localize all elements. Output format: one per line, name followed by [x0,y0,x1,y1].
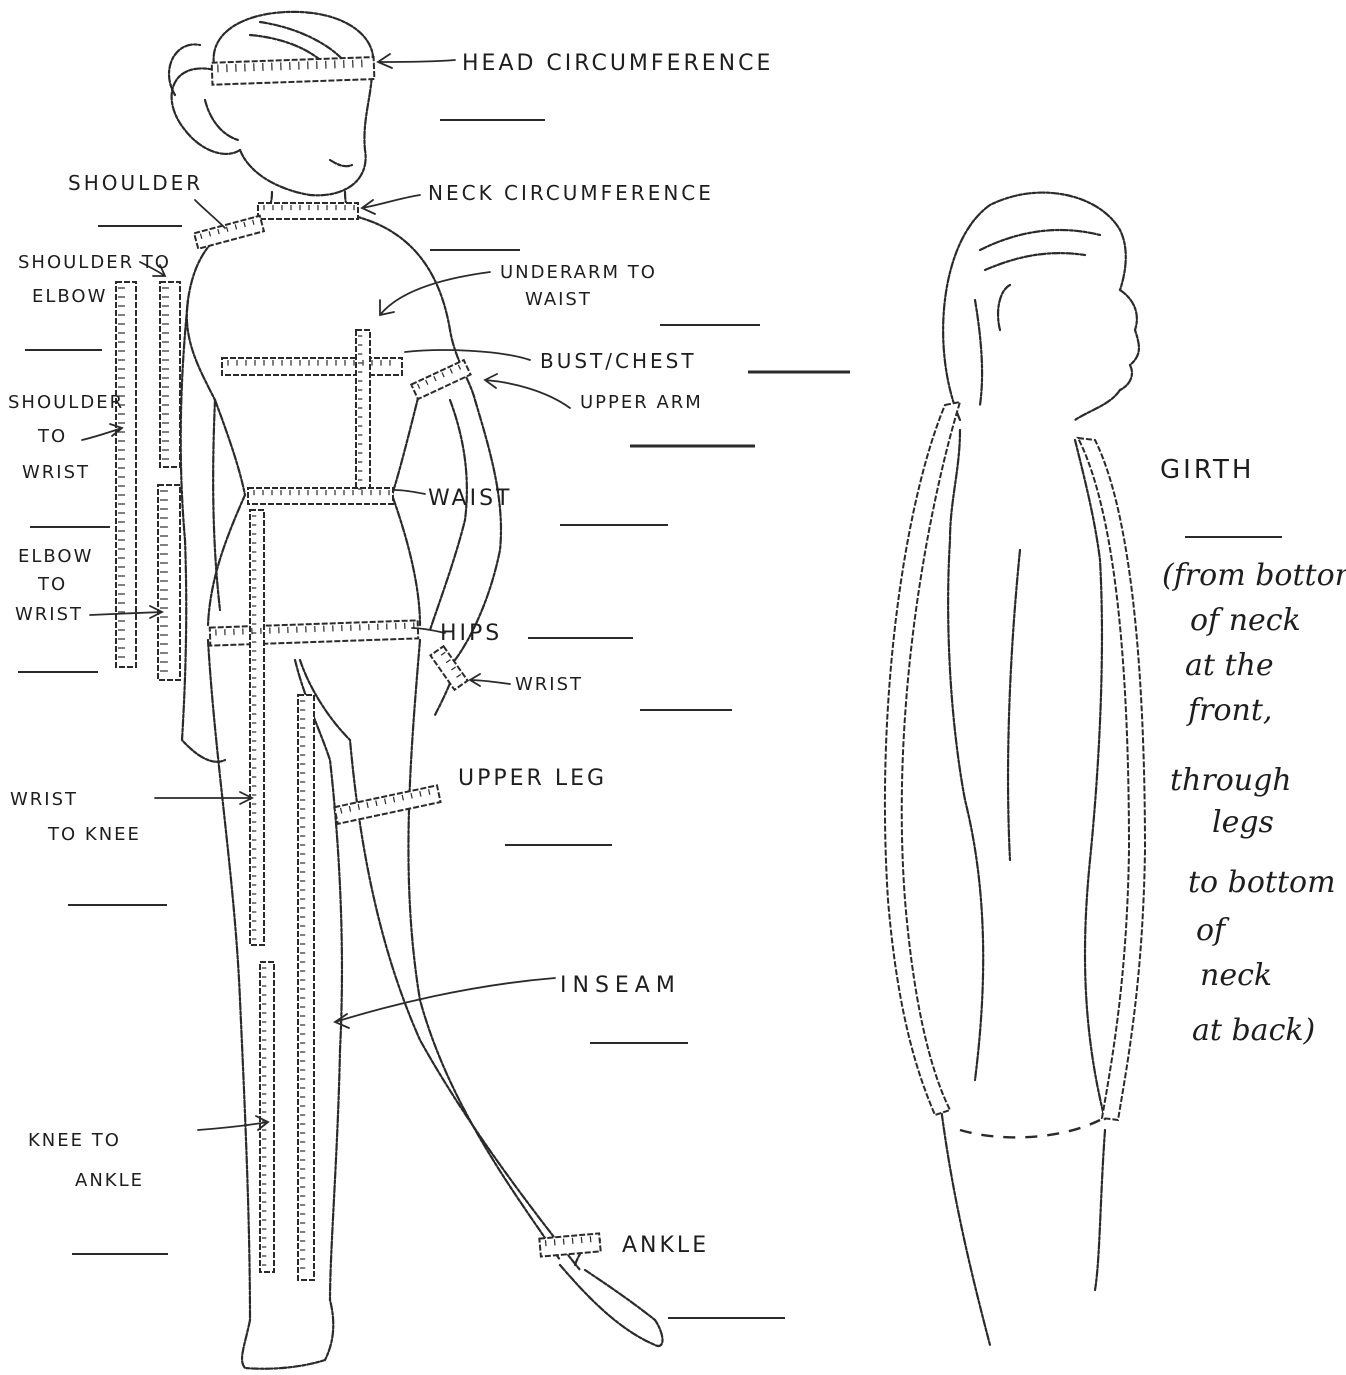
label-neck: NECK CIRCUMFERENCE [428,181,714,205]
elbow-wrist-tape [158,485,180,680]
label-elbow-to-wrist-1: ELBOW [18,546,93,567]
bust-tape [222,358,402,375]
upper-arm-tape [411,360,470,399]
label-shoulder-to-wrist-1: SHOULDER [8,392,124,413]
girth-note-10: at back) [1192,1013,1315,1048]
girth-note-1: (from bottom [1162,558,1346,593]
label-waist: WAIST [428,486,513,511]
girth-note-2: of neck [1190,603,1301,638]
tape-tick [581,1237,582,1243]
label-upper-leg: UPPER LEG [458,766,607,791]
label-shoulder: SHOULDER [68,171,203,195]
label-upper-arm: UPPER ARM [580,392,703,413]
girth-note-9: neck [1200,958,1272,993]
girth-note-6: legs [1212,805,1274,840]
label-ankle: ANKLE [622,1233,709,1258]
label-wrist-to-knee-1: WRIST [10,789,78,810]
wrist-knee-tape [250,510,264,945]
girth-note-8: of [1196,913,1230,948]
shoulder-wrist-tape [116,282,136,667]
girth-tape-front [885,402,960,1115]
label-shoulder-to-wrist-3: WRIST [22,462,90,483]
girth-note-5: through [1170,763,1292,798]
ankle-tape [539,1233,600,1256]
girth-note-3: at the [1185,648,1274,683]
label-hips: HIPS [440,621,502,646]
label-wrist: WRIST [515,674,583,695]
tape-tick [563,1239,564,1245]
tape-tick [545,1240,546,1246]
label-shoulder-to-elbow-1: SHOULDER TO [18,252,171,273]
girth-note-7: to bottom [1188,865,1336,900]
label-inseam: INSEAM [560,973,681,998]
label-knee-to-ankle-1: KNEE TO [28,1130,121,1151]
side-figure [885,193,1145,1345]
shoulder-tape [194,216,264,249]
tape-tick [554,1239,555,1245]
wrist-tape [430,646,467,690]
label-elbow-to-wrist-3: WRIST [15,604,83,625]
girth-note-4: front, [1186,693,1272,728]
label-elbow-to-wrist-2: TO [37,574,67,595]
upper-leg-tape [334,785,440,823]
answer-blanks [18,120,1282,1318]
shoulder-elbow-tape [160,282,180,467]
label-knee-to-ankle-2: ANKLE [75,1170,144,1191]
label-underarm-2: WAIST [525,289,592,310]
inseam-tape [298,695,314,1280]
tape-ticks [118,59,591,1268]
label-head: HEAD CIRCUMFERENCE [462,51,773,76]
tape-tick [590,1236,591,1242]
underarm-tape [356,330,370,495]
label-bust-chest: BUST/CHEST [540,349,697,373]
label-shoulder-to-wrist-2: TO [37,426,67,447]
label-underarm-1: UNDERARM TO [500,262,657,283]
tape-tick [572,1238,573,1244]
knee-ankle-tape [260,962,274,1272]
label-wrist-to-knee-2: TO KNEE [47,824,141,845]
label-shoulder-to-elbow-2: ELBOW [32,286,107,307]
label-girth: GIRTH [1160,455,1254,485]
